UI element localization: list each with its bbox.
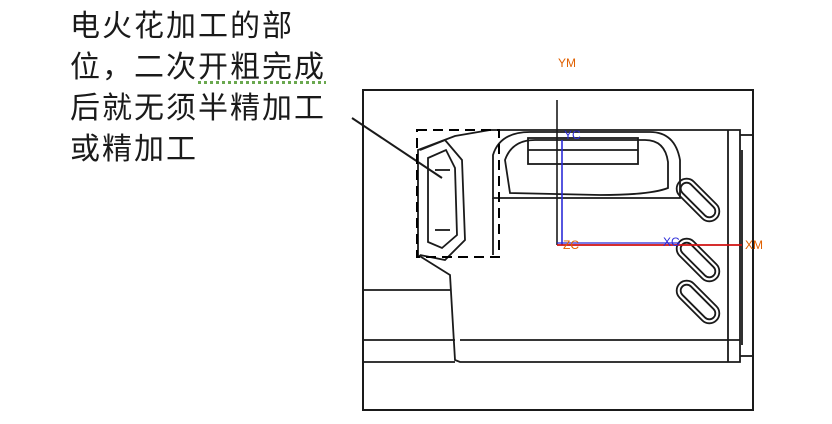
part-body	[363, 129, 753, 363]
axis-label-ym: YM	[558, 56, 576, 70]
axis-label-yc: YC	[564, 128, 581, 142]
annotation-text: 电火花加工的部 位，二次开粗完成 后就无须半精加工 或精加工	[70, 6, 370, 170]
axis-label-zc: ZC	[563, 238, 579, 252]
leader-line	[351, 117, 443, 179]
annotation-line-2-text: 位，二次开粗完成	[70, 50, 326, 85]
axis-label-xm: XM	[745, 238, 763, 252]
annotation-line-1: 电火花加工的部	[70, 9, 294, 44]
annotation-line-2: 位，二次开粗完成	[70, 47, 370, 88]
annotation-underline: 开粗完成	[198, 50, 326, 85]
annotation-line-4: 或精加工	[70, 132, 198, 167]
outer-frame	[362, 89, 754, 411]
annotation-line-3: 后就无须半精加工	[70, 91, 326, 126]
edm-region-box	[416, 129, 500, 258]
axis-label-xc: XC	[663, 235, 680, 249]
